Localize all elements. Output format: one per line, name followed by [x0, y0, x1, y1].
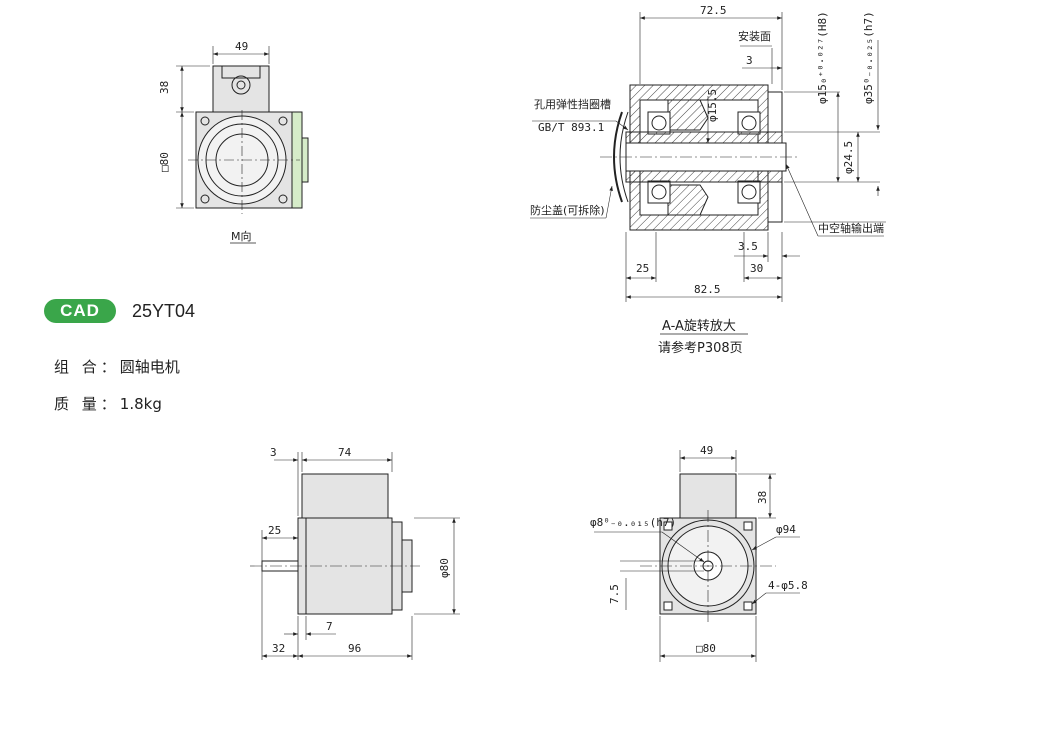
spec-mass-label: 质 量：	[54, 395, 120, 413]
front-dim-holes: 4-φ5.8	[768, 579, 808, 592]
aa-dust-cap: 防尘盖(可拆除)	[530, 203, 605, 217]
front-dim-94: φ94	[776, 523, 796, 536]
view-m-dim-square: □80	[158, 152, 171, 172]
front-dim-shaft: φ8⁰₋₀.₀₁₅(h7)	[590, 516, 676, 529]
section-aa	[530, 12, 886, 335]
aa-hollow-out: 中空轴输出端	[818, 221, 884, 235]
side-view	[250, 452, 460, 660]
aa-dim-155: φ15.5	[706, 89, 719, 122]
aa-dim-total-top: 72.5	[700, 4, 727, 17]
side-dim-25: 25	[268, 524, 281, 537]
aa-caption: A-A旋转放大	[662, 319, 736, 334]
front-view	[594, 450, 800, 662]
side-dim-80: φ80	[438, 558, 451, 578]
aa-dim-30: 30	[750, 262, 763, 275]
aa-dim-25: 25	[636, 262, 649, 275]
aa-dim-bore15: φ15₀⁺⁰·⁰²⁷(H8)	[816, 11, 829, 104]
side-dim-3: 3	[270, 446, 277, 459]
spec-combination: 组 合：圆轴电机	[54, 356, 180, 377]
aa-dim-35: 3.5	[738, 240, 758, 253]
side-dim-74: 74	[338, 446, 352, 459]
aa-circlip-label: 孔用弹性挡圈槽	[534, 97, 611, 111]
cad-badge[interactable]: CAD	[44, 299, 116, 323]
spec-mass: 质 量：1.8kg	[54, 393, 162, 414]
front-dim-38: 38	[756, 491, 769, 504]
view-m-dim-height: 38	[158, 81, 171, 94]
spec-combination-value: 圆轴电机	[119, 358, 180, 376]
side-dim-32: 32	[272, 642, 285, 655]
aa-mount-face: 安装面	[738, 29, 771, 43]
spec-mass-value: 1.8kg	[119, 395, 162, 413]
view-m	[176, 46, 309, 244]
aa-ref: 请参考P308页	[658, 340, 743, 356]
model-number: 25YT04	[132, 301, 196, 321]
aa-dim-pilot35: φ35⁰₋₀.₀₂₅(h7)	[862, 11, 875, 104]
side-dim-7: 7	[326, 620, 333, 633]
view-m-dim-width: 49	[235, 40, 248, 53]
aa-circlip-std: GB/T 893.1	[538, 121, 604, 134]
spec-combination-label: 组 合：	[54, 358, 120, 376]
front-dim-49: 49	[700, 444, 713, 457]
aa-dim-825: 82.5	[694, 283, 721, 296]
front-dim-square: □80	[696, 642, 716, 655]
front-dim-75: 7.5	[608, 584, 621, 604]
view-m-caption: M向	[231, 229, 252, 243]
aa-dim-3: 3	[746, 54, 753, 67]
aa-dim-245: φ24.5	[842, 141, 855, 174]
side-dim-96: 96	[348, 642, 361, 655]
